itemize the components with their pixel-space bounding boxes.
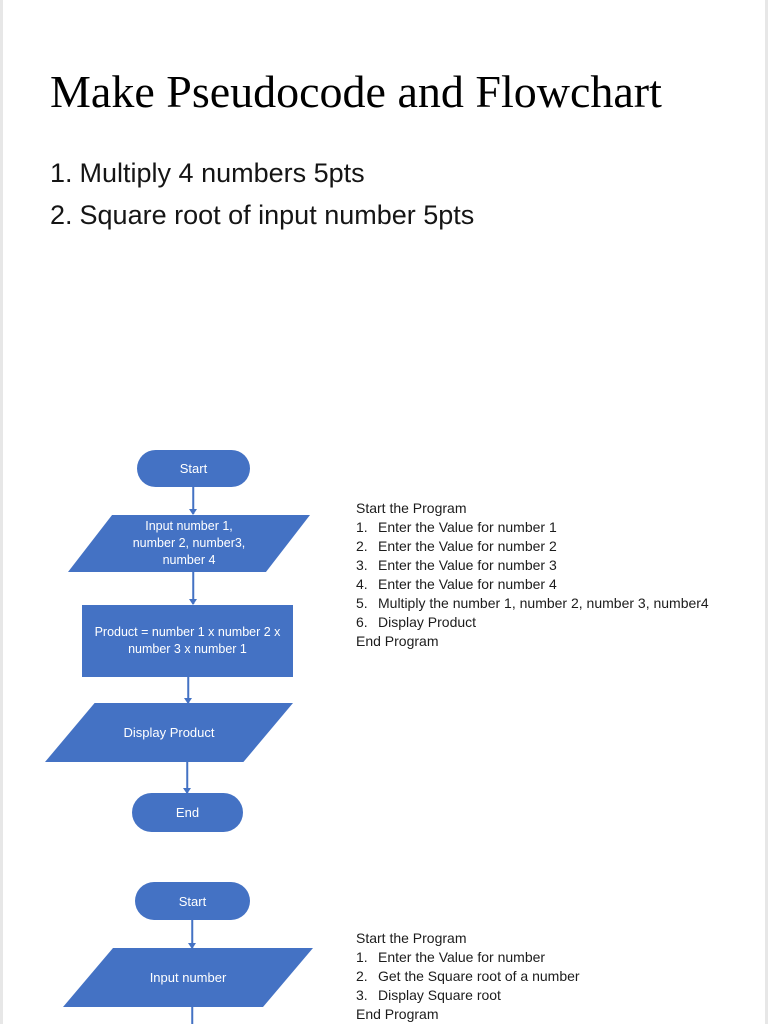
flowchart2-input-parallelogram: Input number (63, 948, 313, 1007)
flowchart1-arrow-process-to-display (183, 677, 193, 703)
step-text: Enter the Value for number 1 (378, 519, 557, 535)
pseudocode-sqrt-footer: End Program (356, 1006, 439, 1022)
flowchart2-input-label: Input number (149, 970, 227, 985)
flowchart1-arrow-input-to-process (188, 570, 198, 604)
pseudocode-sqrt-step-2: 2. Get the Square root of a number (356, 967, 580, 986)
flowchart1-process-rectangle: Product = number 1 x number 2 x number 3… (82, 605, 293, 677)
step-number: 4. (356, 576, 368, 592)
step-number: 5. (356, 595, 368, 611)
pseudocode-multiply: Start the Program 1. Enter the Value for… (356, 499, 709, 651)
step-number: 6. (356, 614, 368, 630)
pseudocode-sqrt-header: Start the Program (356, 930, 467, 946)
pseudocode-multiply-step-4: 4. Enter the Value for number 4 (356, 575, 709, 594)
flowchart1-display-label: Display Product (123, 725, 215, 740)
pseudocode-sqrt: Start the Program 1. Enter the Value for… (356, 929, 580, 1024)
flowchart1-start-terminator: Start (137, 450, 250, 487)
task-label: Square root of input number 5pts (79, 200, 475, 230)
flowchart1-start-label: Start (179, 461, 208, 476)
flowchart2-arrow-start-to-input (187, 920, 197, 948)
flowchart1-process-label: Product = number 1 x number 2 x number 3… (95, 624, 281, 658)
task-list: 1. Multiply 4 numbers 5pts 2. Square roo… (50, 152, 474, 236)
step-number: 2. (356, 968, 368, 984)
flowchart1-input-line: number 4 (162, 553, 216, 567)
flowchart1-input-label: Input number 1, number 2, number3, numbe… (133, 518, 246, 569)
step-number: 3. (356, 987, 368, 1003)
page-title: Make Pseudocode and Flowchart (50, 66, 662, 117)
step-text: Multiply the number 1, number 2, number … (378, 595, 709, 611)
page-right-edge (765, 0, 768, 1024)
flowchart2-start-label: Start (178, 893, 207, 909)
task-number: 1. (50, 158, 73, 188)
pseudocode-sqrt-step-3: 3. Display Square root (356, 986, 580, 1005)
step-text: Display Square root (378, 987, 501, 1003)
pseudocode-multiply-step-1: 1. Enter the Value for number 1 (356, 518, 709, 537)
flowchart2-start-terminator: Start (135, 882, 250, 920)
pseudocode-multiply-footer: End Program (356, 633, 439, 649)
step-number: 1. (356, 949, 368, 965)
flowchart1-arrow-start-to-input (188, 487, 198, 514)
step-text: Enter the Value for number 3 (378, 557, 557, 573)
flowchart1-input-line: number 2, number3, (132, 536, 246, 550)
pseudocode-multiply-header: Start the Program (356, 500, 467, 516)
step-text: Enter the Value for number (378, 949, 546, 965)
flowchart1-process-line: Product = number 1 x number 2 x (94, 625, 281, 639)
task-item-1: 1. Multiply 4 numbers 5pts (50, 152, 474, 194)
flowchart1-input-parallelogram: Input number 1, number 2, number3, numbe… (68, 515, 310, 572)
step-number: 1. (356, 519, 368, 535)
pseudocode-multiply-step-2: 2. Enter the Value for number 2 (356, 537, 709, 556)
pseudocode-multiply-step-6: 6. Display Product (356, 613, 709, 632)
step-text: Get the Square root of a number (378, 968, 580, 984)
flowchart1-arrow-display-to-end (182, 762, 192, 793)
task-item-2: 2. Square root of input number 5pts (50, 194, 474, 236)
pseudocode-multiply-step-3: 3. Enter the Value for number 3 (356, 556, 709, 575)
step-number: 3. (356, 557, 368, 573)
flowchart1-input-line: Input number 1, (145, 519, 233, 533)
pseudocode-multiply-step-5: 5. Multiply the number 1, number 2, numb… (356, 594, 709, 613)
step-text: Enter the Value for number 4 (378, 576, 557, 592)
flowchart2-arrow-input-down (187, 1007, 197, 1024)
page-left-edge (0, 0, 3, 1024)
step-text: Display Product (378, 614, 477, 630)
flowchart1-end-label: End (175, 805, 200, 820)
step-text: Enter the Value for number 2 (378, 538, 557, 554)
task-label: Multiply 4 numbers 5pts (79, 158, 365, 188)
pseudocode-sqrt-step-1: 1. Enter the Value for number (356, 948, 580, 967)
flowchart1-end-terminator: End (132, 793, 243, 832)
step-number: 2. (356, 538, 368, 554)
task-number: 2. (50, 200, 73, 230)
flowchart1-process-line: number 3 x number 1 (128, 642, 247, 656)
flowchart1-display-parallelogram: Display Product (45, 703, 293, 762)
